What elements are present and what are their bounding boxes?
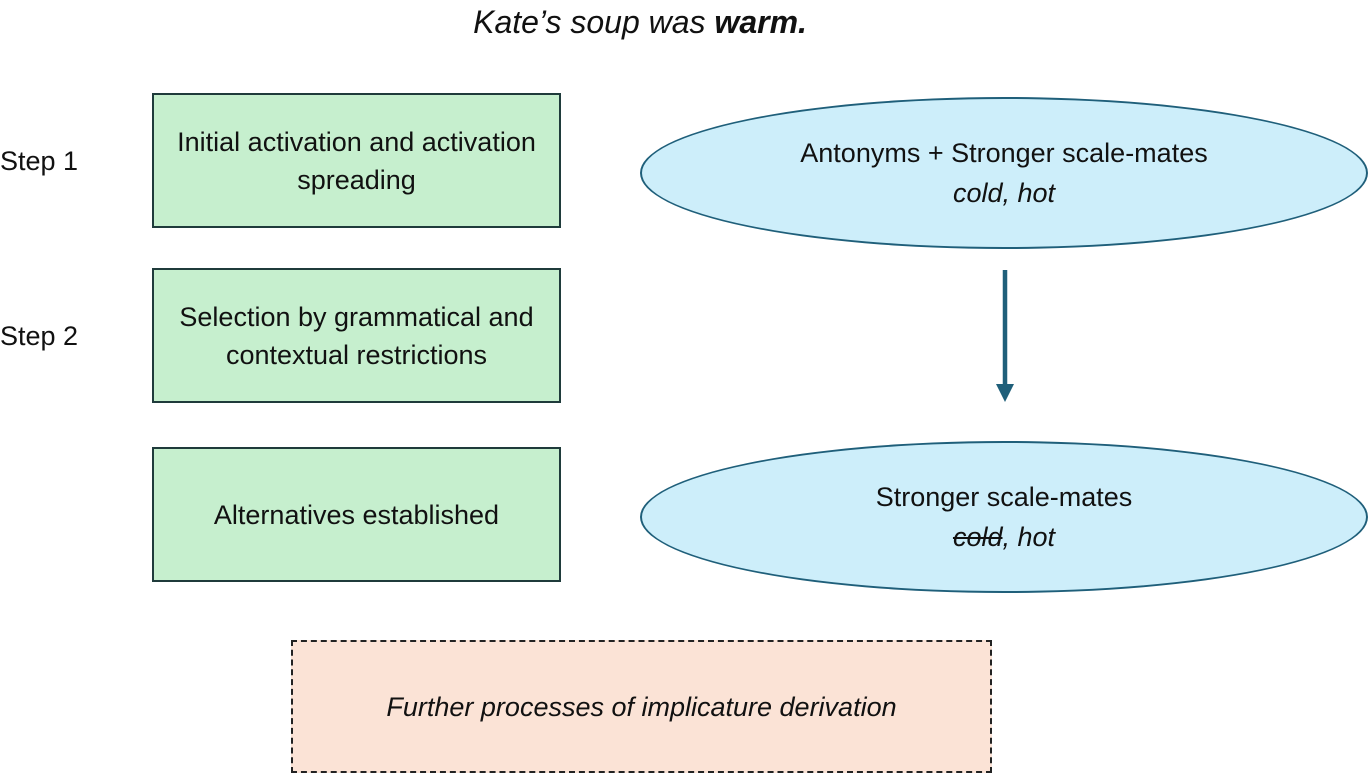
alternatives-box: Alternatives established: [152, 447, 561, 582]
sentence-suffix: .: [798, 4, 807, 40]
word-hot: hot: [1017, 178, 1056, 208]
antonyms-ellipse: Antonyms + Stronger scale-mates cold, ho…: [640, 97, 1368, 249]
activation-box-text: Initial activation and activation spread…: [177, 126, 536, 195]
alternatives-box-text: Alternatives established: [213, 499, 500, 530]
antonyms-ellipse-title: Antonyms + Stronger scale-mates: [800, 138, 1208, 168]
example-sentence: Kate’s soup was warm.: [0, 2, 1280, 42]
word-cold: cold: [952, 178, 1003, 208]
antonyms-ellipse-words: cold, hot: [952, 178, 1056, 208]
selection-box-text: Selection by grammatical and contextual …: [179, 301, 534, 370]
word-cold-struck: cold: [952, 522, 1003, 552]
sentence-keyword: warm: [714, 4, 799, 40]
sentence-prefix: Kate’s soup was: [473, 4, 715, 40]
step-2-label: Step 2: [0, 321, 79, 351]
selection-box: Selection by grammatical and contextual …: [152, 268, 561, 403]
step-1-label: Step 1: [0, 146, 79, 176]
activation-box: Initial activation and activation spread…: [152, 93, 561, 228]
scale-mates-ellipse-title: Stronger scale-mates: [875, 482, 1133, 512]
word-hot: hot: [1017, 522, 1056, 552]
further-processes-box: Further processes of implicature derivat…: [291, 640, 992, 773]
scale-mates-ellipse: Stronger scale-mates cold, hot: [640, 441, 1368, 593]
scale-mates-ellipse-words: cold, hot: [952, 522, 1056, 552]
down-arrow-icon: [996, 270, 1014, 402]
further-processes-text: Further processes of implicature derivat…: [386, 691, 897, 722]
